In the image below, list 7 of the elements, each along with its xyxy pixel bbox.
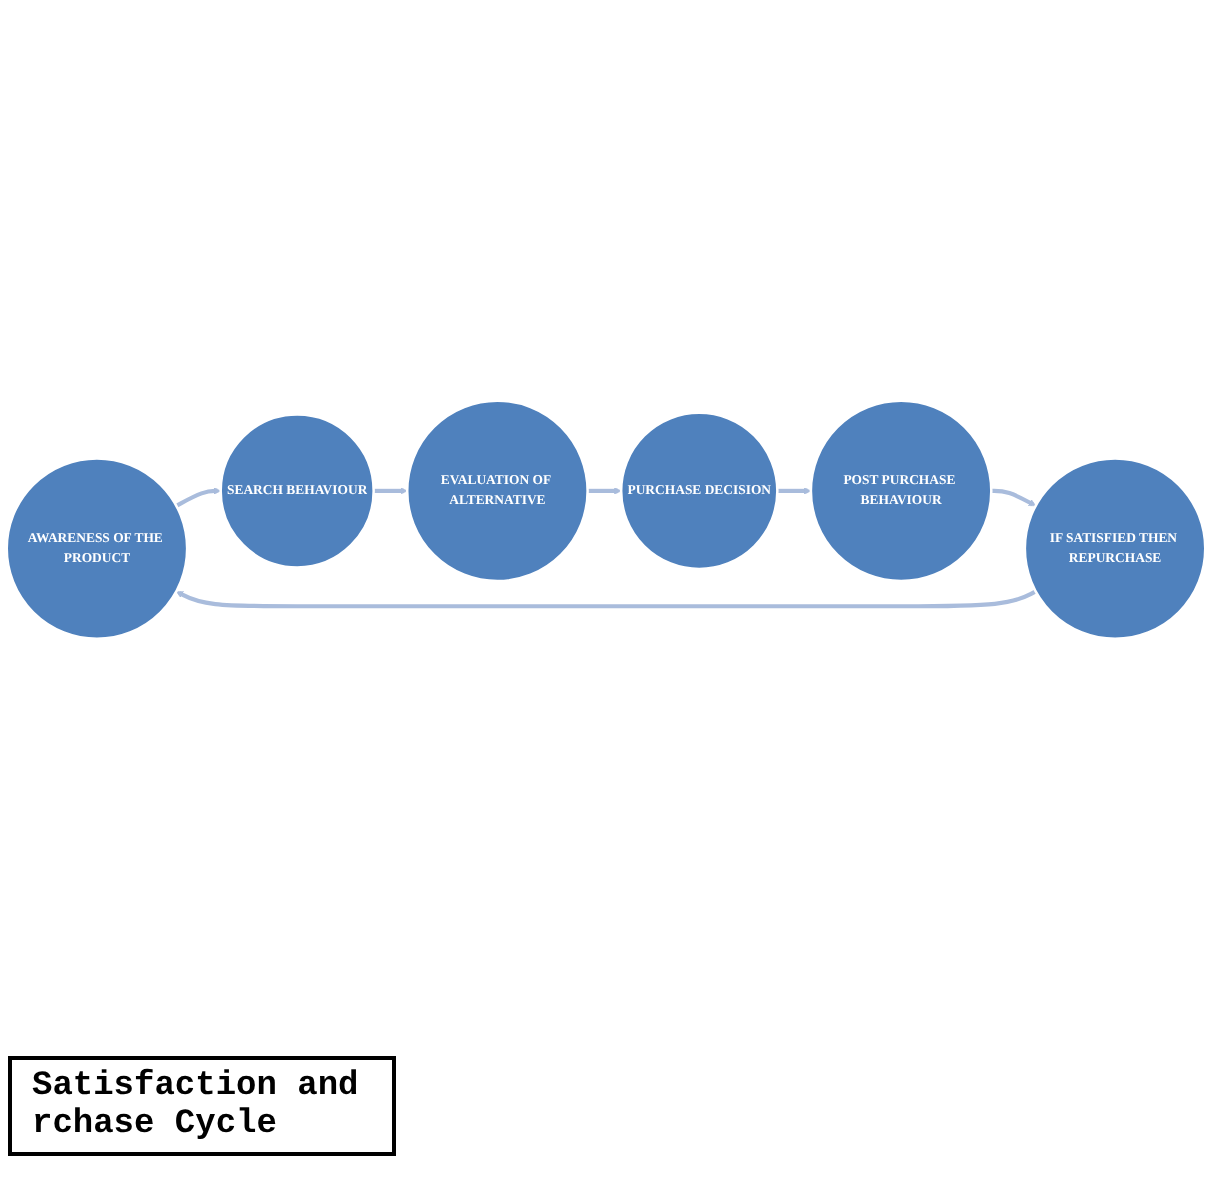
arrow <box>176 589 1037 609</box>
arrow <box>175 487 222 508</box>
caption: Satisfaction and rchase Cycle <box>8 1056 396 1156</box>
arrow <box>777 487 812 495</box>
arrow <box>991 489 1036 507</box>
arrow <box>373 487 408 495</box>
arrow <box>587 487 622 495</box>
